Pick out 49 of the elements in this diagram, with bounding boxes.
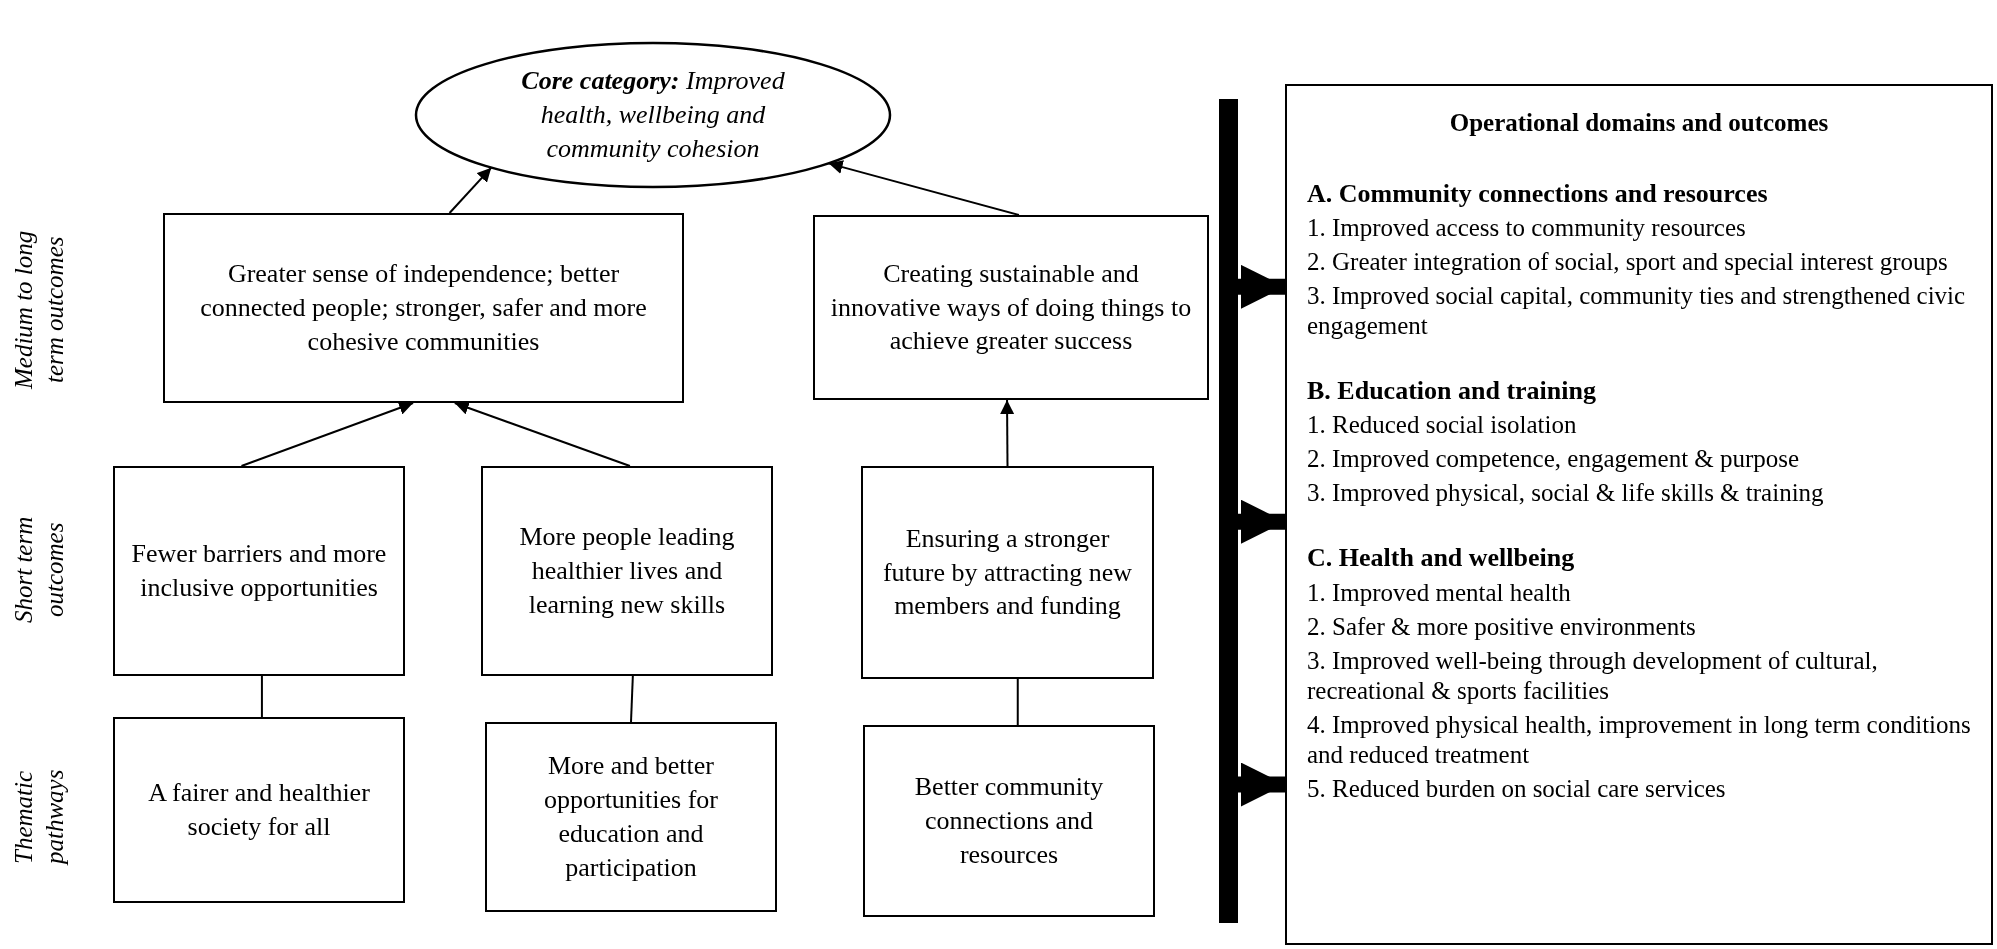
outcomes-panel <box>1285 84 1993 945</box>
list-item: 2. Improved competence, engagement & purpose <box>1307 444 1801 475</box>
list-item: 1. Reduced social isolation <box>1307 410 1578 441</box>
list-item: 3. Improved physical, social & life skills & training <box>1307 478 1825 509</box>
list-item: 2. Safer & more positive environments <box>1307 611 1697 642</box>
node-text: More and better opportunities for education and participation <box>543 750 719 884</box>
section-heading: B. Education and training <box>1307 375 1597 407</box>
row-label: Medium to long term outcomes <box>9 229 70 392</box>
outcome-box <box>113 466 405 676</box>
arrow <box>448 166 493 214</box>
list-item: 5. Reduced burden on social care services <box>1307 773 1727 804</box>
outcome-box <box>861 466 1154 679</box>
category-ellipse <box>414 41 892 189</box>
node-text: Creating sustainable and innovative ways of doing things to achieve greater success <box>829 257 1193 358</box>
arrow <box>827 160 1020 216</box>
panel-heading: Operational domains and outcomes <box>1448 108 1830 138</box>
section-heading: C. Health and wellbeing <box>1307 542 1576 574</box>
list-item: 1. Improved mental health <box>1307 577 1572 608</box>
list-item: 2. Greater integration of social, sport and special interest groups <box>1307 247 1949 278</box>
arrow <box>1238 762 1285 807</box>
arrow <box>453 401 631 467</box>
node-text: A fairer and healthier society for all <box>147 777 371 843</box>
row-label: Thematic pathways <box>9 768 70 867</box>
node-text: More people leading healthier lives and learning new skills <box>518 521 736 621</box>
connector-line <box>630 675 634 723</box>
node-text: Fewer barriers and more inclusive opportunities <box>130 538 388 604</box>
arrow <box>1238 264 1285 309</box>
node-text: Greater sense of independence; better connected people; stronger, safer and more cohesive communities <box>199 258 648 358</box>
arrow <box>240 401 415 467</box>
arrow <box>1238 499 1285 544</box>
vertical-bar <box>1219 99 1238 923</box>
node-text: Core category: Improved health, wellbeing and community cohesion <box>520 65 786 165</box>
connector-line <box>260 675 263 718</box>
list-item: 3. Improved well-being through development of cultural, recreational & sports facilities <box>1307 645 1879 706</box>
outcome-box <box>863 725 1155 917</box>
outcome-box <box>481 466 773 676</box>
section-heading: A. Community connections and resources <box>1307 178 1769 210</box>
connector-line <box>1016 678 1019 726</box>
outcome-box <box>163 213 684 403</box>
list-item: 1. Improved access to community resources <box>1307 213 1747 244</box>
list-item: 4. Improved physical health, improvement in long term conditions and reduced treatment <box>1307 709 1971 770</box>
node-text: Ensuring a stronger future by attracting new members and funding <box>881 522 1134 623</box>
list-item: 3. Improved social capital, community ties and strengthened civic engagement <box>1307 281 1967 342</box>
outcome-box <box>113 717 405 903</box>
row-label: Short term outcomes <box>9 515 70 626</box>
arrow <box>1000 399 1015 467</box>
outcome-box <box>485 722 777 912</box>
outcome-box <box>813 215 1209 400</box>
node-text: Better community connections and resources <box>913 771 1105 871</box>
